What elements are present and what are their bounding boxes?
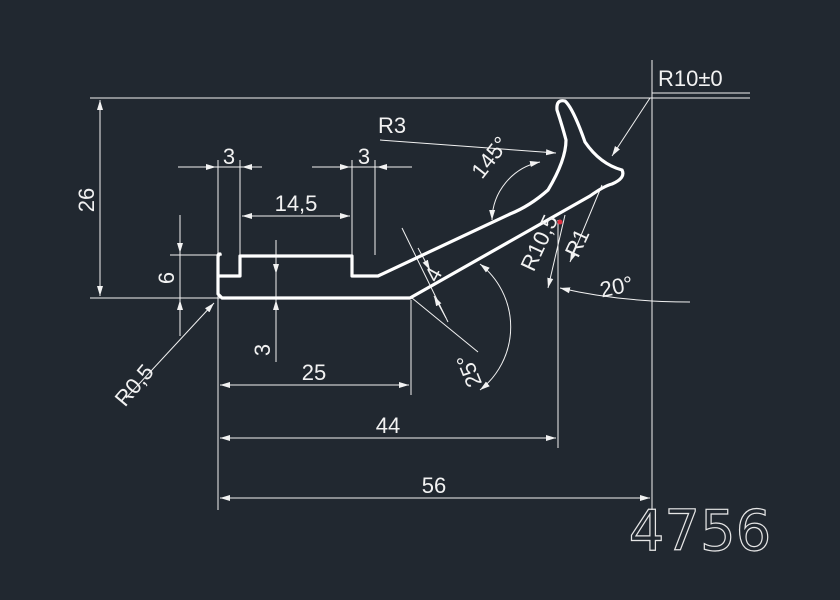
dim-text-r10: R10±0	[658, 66, 723, 91]
leader-r1	[569, 184, 603, 263]
dim-arrow-4-b	[433, 295, 447, 319]
dim-text-r0-5: R0,5	[110, 359, 159, 411]
leader-r3	[379, 139, 557, 156]
dim-text-r3: R3	[378, 113, 406, 138]
dim-text-14-5: 14,5	[275, 191, 318, 216]
dim-text-r1: R1	[560, 225, 595, 261]
dim-text-26: 26	[74, 188, 99, 212]
dim-text-3-right: 3	[358, 144, 370, 169]
dim-text-r10-5: R10,5	[515, 211, 562, 275]
extension-lines	[90, 60, 750, 510]
dim-text-56: 56	[422, 473, 446, 498]
part-number: 4756	[629, 499, 772, 564]
dim-text-44: 44	[376, 413, 400, 438]
dim-text-4: 4	[419, 263, 447, 286]
profile-outline	[216, 99, 625, 300]
arc-145	[489, 161, 541, 221]
arc-20	[559, 287, 691, 303]
angle-25-ref-line	[411, 297, 479, 353]
dim-text-20: 20°	[598, 271, 636, 302]
leader-r10-5	[547, 214, 566, 289]
dim-text-6: 6	[154, 272, 179, 284]
dim-text-145: 145°	[466, 132, 514, 183]
dim-text-25: 25	[302, 360, 326, 385]
dimension-lines	[97, 92, 750, 501]
dim-text-25-angle: 25°	[451, 351, 487, 391]
radius-center-marker	[557, 219, 563, 225]
leader-r10	[611, 97, 651, 157]
dim-text-3-left: 3	[223, 144, 235, 169]
dim-text-3-depth: 3	[250, 344, 275, 356]
arc-25	[479, 263, 512, 391]
leader-r0-5	[125, 302, 215, 399]
angle-arcs	[479, 161, 691, 391]
dim-line-thickness-4	[401, 227, 449, 323]
dim-arrow-4-a	[417, 247, 431, 271]
